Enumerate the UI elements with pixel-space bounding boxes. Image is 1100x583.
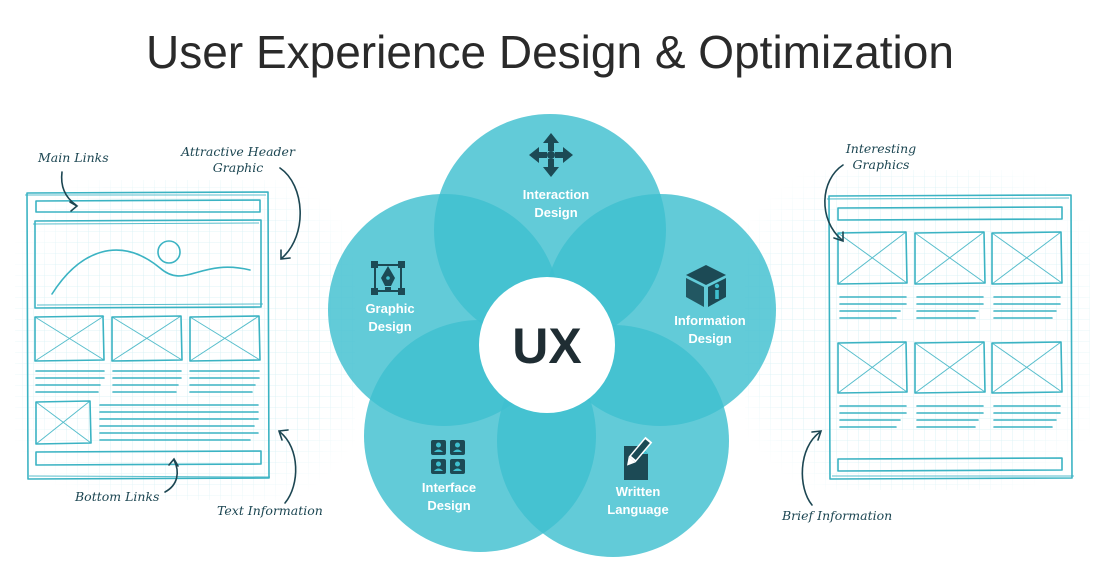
ux-center-label: UX: [512, 318, 581, 374]
left-wireframe-sketch: [25, 191, 271, 480]
arrow-main-links: [60, 171, 77, 206]
move-arrows-icon: [529, 133, 573, 177]
arrow-text-information: [279, 431, 297, 504]
petal-label-written-line2: Language: [607, 502, 668, 517]
petal-label-written-line1: Written: [616, 484, 661, 499]
annotation-main-links: Main Links: [37, 150, 109, 165]
annotation-interesting-graphics-line2: Graphics: [853, 157, 910, 172]
petal-label-interface-line1: Interface: [422, 480, 476, 495]
petal-label-graphic-line2: Design: [368, 319, 411, 334]
bottom-links-bar: [35, 450, 262, 466]
main-links-bar: [35, 199, 261, 213]
petal-label-interaction-line1: Interaction: [523, 187, 590, 202]
arrow-brief-information: [801, 431, 821, 506]
petal-label-information-line1: Information: [674, 313, 746, 328]
annotation-bottom-links: Bottom Links: [74, 489, 159, 504]
petal-label-information-line2: Design: [688, 331, 731, 346]
annotation-brief-information: Brief Information: [781, 508, 892, 523]
petal-label-graphic-line1: Graphic: [365, 301, 414, 316]
petal-label-interface-line2: Design: [427, 498, 470, 513]
document-pencil-icon: [624, 436, 653, 480]
info-box-icon: [686, 265, 726, 307]
arrow-header-graphic: [279, 167, 301, 259]
annotation-header-graphic-line2: Graphic: [213, 160, 263, 175]
annotation-header-graphic-line1: Attractive Header: [180, 144, 296, 159]
right-wireframe-sketch: [826, 194, 1074, 480]
petal-label-interaction-line2: Design: [534, 205, 577, 220]
background-grid: [15, 170, 1090, 500]
ux-center-circle: [479, 277, 615, 413]
annotation-interesting-graphics-line1: Interesting: [845, 141, 916, 156]
annotation-text-information: Text Information: [217, 503, 323, 518]
header-graphic-box: [34, 219, 262, 309]
ux-flower-diagram: UX Interaction Design Information Design…: [328, 114, 776, 557]
annotations: Main Links Attractive Header Graphic Bot…: [37, 141, 916, 523]
user-grid-icon: [431, 440, 465, 474]
arrow-bottom-links: [164, 459, 179, 493]
pen-tool-icon: [371, 261, 405, 295]
arrow-interesting-graphics: [824, 164, 844, 241]
page-title: User Experience Design & Optimization: [146, 26, 954, 78]
